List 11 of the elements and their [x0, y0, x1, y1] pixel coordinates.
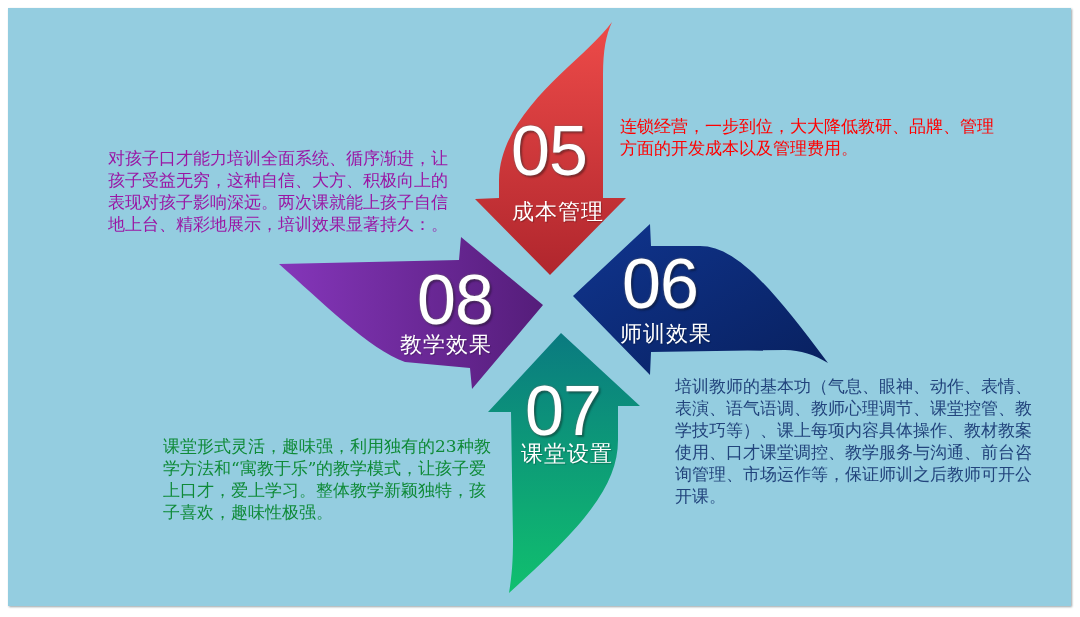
step-number: 05	[511, 116, 587, 186]
step-number: 06	[622, 249, 698, 319]
description-text: 连锁经营，一步到位，大大降低教研、品牌、管理方面的开发成本以及管理费用。	[620, 115, 995, 159]
description-text: 对孩子口才能力培训全面系统、循序渐进，让孩子受益无穷，这种自信、大方、积极向上的表现对孩子影响深远。两次课就能上孩子自信地上台、精彩地展示，培训效果显著持久：。	[108, 147, 449, 235]
description-text: 培训教师的基本功（气息、眼神、动作、表情、表演、语气语调、教师心理调节、课堂控管、教学技巧等）、课上每项内容具体操作、教材教案使用、口才课堂调控、教学服务与沟通、前台咨询管理、市场运作等，保证师训之后教师可开公开课。	[675, 375, 1033, 507]
arrow-shape	[571, 222, 830, 377]
step-number: 08	[417, 265, 493, 335]
step-title: 教学效果	[400, 334, 492, 356]
description-text: 课堂形式灵活，趣味强，利用独有的23种教学方法和“寓教于乐”的教学模式，让孩子爱上口才，爱上学习。整体教学新颖独特，孩子喜欢，趣味性极强。	[163, 435, 492, 523]
step-title: 成本管理	[512, 201, 604, 223]
step-title: 师训效果	[620, 323, 712, 345]
